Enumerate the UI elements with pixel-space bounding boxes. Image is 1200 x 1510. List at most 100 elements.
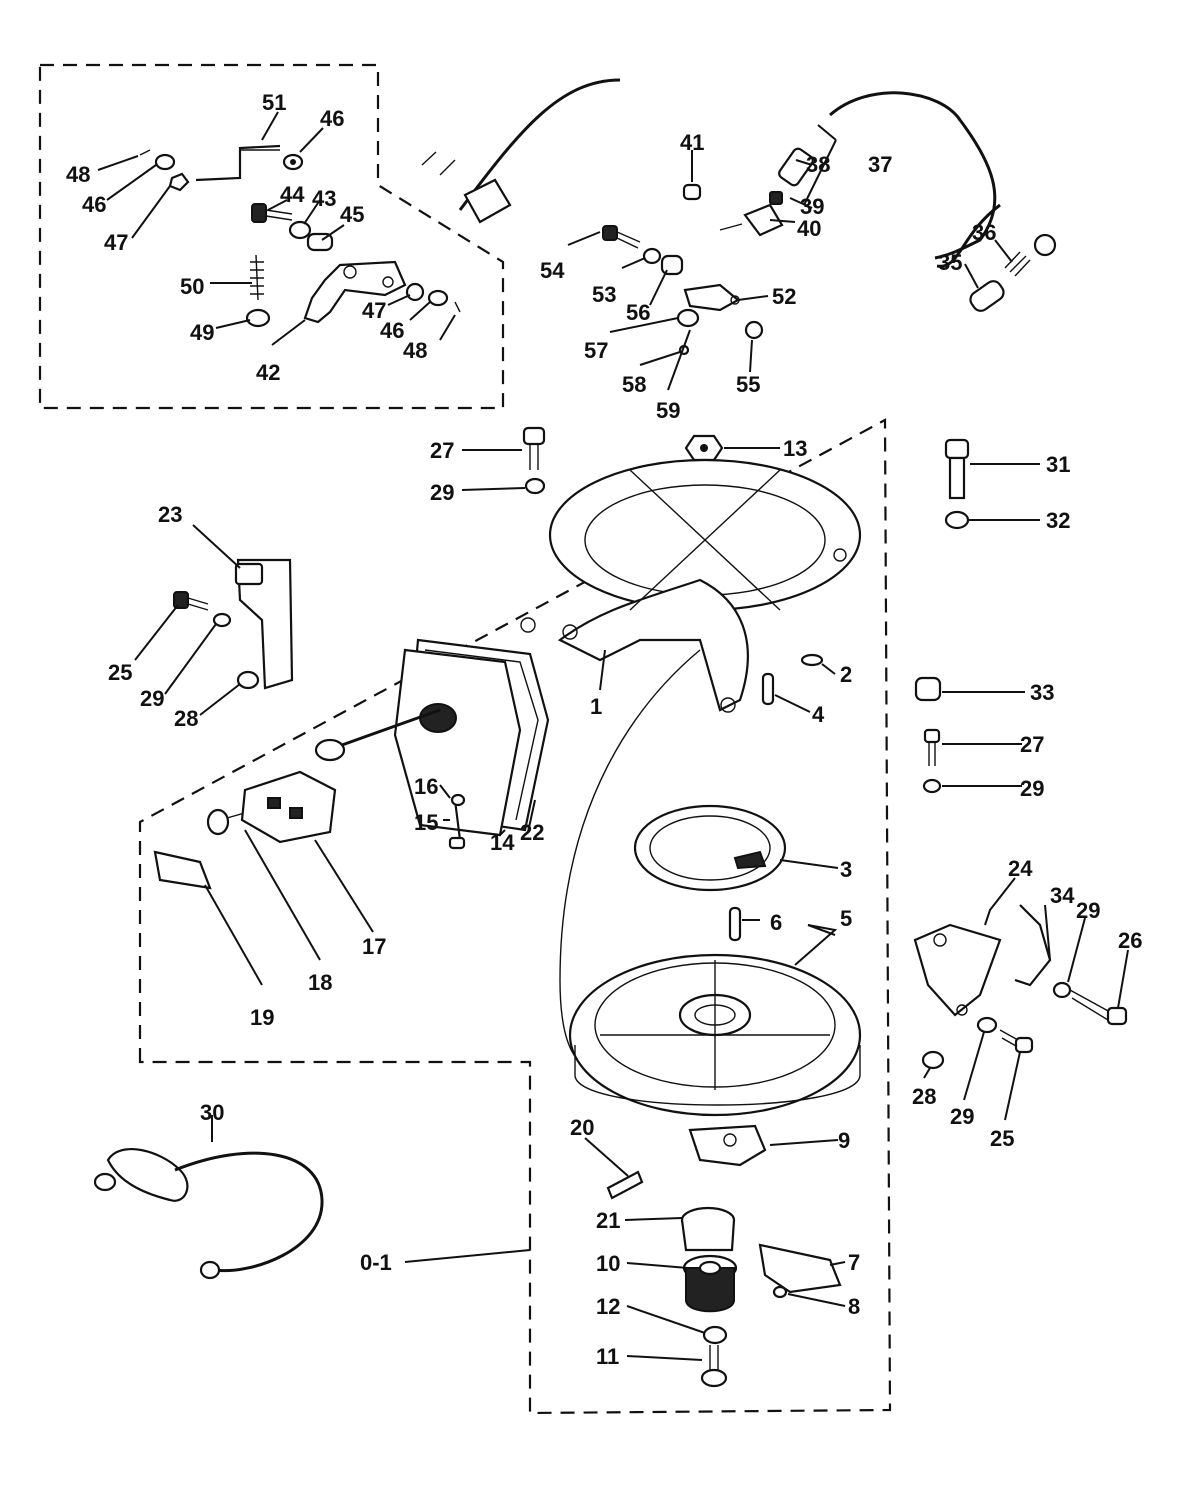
callout-52: 52 [772,284,796,309]
bushing-33 [914,676,942,702]
callout-29-top: 29 [430,480,454,505]
leader-lines [97,111,1129,1361]
nut-47-right [405,282,425,302]
pawl-9 [688,1124,767,1167]
nut-13 [684,434,724,462]
spring-36 [1004,233,1057,277]
washer-29-top [524,477,546,495]
callout-58: 58 [622,372,646,397]
callout-28-right: 28 [912,1084,936,1109]
callout-2: 2 [840,662,852,687]
callout-39: 39 [800,194,824,219]
callout-29-far-right: 29 [1076,898,1100,923]
callout-29-left: 29 [140,686,164,711]
nut-28-right [921,1050,945,1070]
callout-4: 4 [812,702,825,727]
callout-1: 1 [590,694,602,719]
callout-6: 6 [770,910,782,935]
callout-34: 34 [1050,883,1075,908]
washer-29-left [212,612,232,628]
washer-29-right [922,778,942,794]
screw-41 [682,183,702,201]
screw-54 [602,225,641,249]
screw-44 [251,203,293,223]
rewind-spring-3 [633,804,787,892]
handle-17 [240,738,346,844]
callout-53: 53 [592,282,616,307]
nut-47-left [168,172,190,192]
screw-25-left [173,591,209,611]
lever-52 [683,283,740,312]
callout-33: 33 [1030,680,1054,705]
callout-55: 55 [736,372,760,397]
callout-9: 9 [838,1128,850,1153]
bushing-56 [660,254,684,276]
callout-42: 42 [256,360,280,385]
callout-47-right: 47 [362,298,386,323]
hub-10 [682,1254,738,1313]
callout-49: 49 [190,320,214,345]
screw-26 [1069,989,1128,1026]
insert-19 [153,850,212,890]
bracket-23 [234,558,294,690]
callout-46-top: 46 [320,106,344,131]
washer-16 [450,793,466,807]
callout-30: 30 [200,1100,224,1125]
pulley-5 [568,953,862,1117]
washer-32 [944,510,970,530]
cable-anchor-40 [719,203,784,237]
screw-25-right [999,1029,1034,1054]
ring-18 [206,808,230,836]
control-cable [421,78,1001,268]
washer-53 [642,247,662,265]
callout-22: 22 [520,820,544,845]
callout-48-right: 48 [403,338,427,363]
callout-16: 16 [414,774,438,799]
washer-46-right [427,289,449,307]
callout-38: 38 [806,152,830,177]
washer-29-bottom-right [976,1016,998,1034]
callout-27-right: 27 [1020,732,1044,757]
pin-4 [761,672,775,706]
callout-0-1: 0-1 [360,1250,392,1275]
stud-50 [250,254,264,301]
callout-18: 18 [308,970,332,995]
callout-17: 17 [362,934,386,959]
callout-45: 45 [340,202,364,227]
link-34 [1014,904,1052,987]
nut-49 [245,308,271,328]
washer-43 [288,220,312,240]
callout-25-right: 25 [990,1126,1014,1151]
callout-50: 50 [180,274,204,299]
callout-35: 35 [938,250,962,275]
callout-3: 3 [840,857,852,882]
screw-11 [700,1345,728,1388]
handle-assembly-30 [93,1148,324,1280]
clip-48-right [454,301,461,313]
bolt-31 [944,438,970,500]
callout-24: 24 [1008,856,1033,881]
throttle-cam-42 [303,260,407,324]
callout-28-left: 28 [174,706,198,731]
callout-37: 37 [868,152,892,177]
sleeve-35 [969,280,1005,312]
callout-14: 14 [490,830,515,855]
callout-40: 40 [797,216,821,241]
callout-32: 32 [1046,508,1070,533]
callout-46-left: 46 [82,192,106,217]
callout-11: 11 [596,1344,619,1369]
nut-28-left [236,670,260,690]
pin-20 [606,1170,644,1200]
callout-labels: 51 46 48 46 47 44 43 45 50 49 42 47 46 4… [66,90,1142,1369]
callout-56: 56 [626,300,650,325]
retainer-21 [680,1206,736,1252]
callout-43: 43 [312,186,336,211]
washer-55 [744,320,764,340]
plate-7 [758,1243,842,1294]
washer-12 [702,1325,728,1345]
washer-46-left [154,153,176,171]
bracket-24 [913,923,1002,1017]
callout-27-top: 27 [430,438,454,463]
callout-59: 59 [656,398,680,423]
